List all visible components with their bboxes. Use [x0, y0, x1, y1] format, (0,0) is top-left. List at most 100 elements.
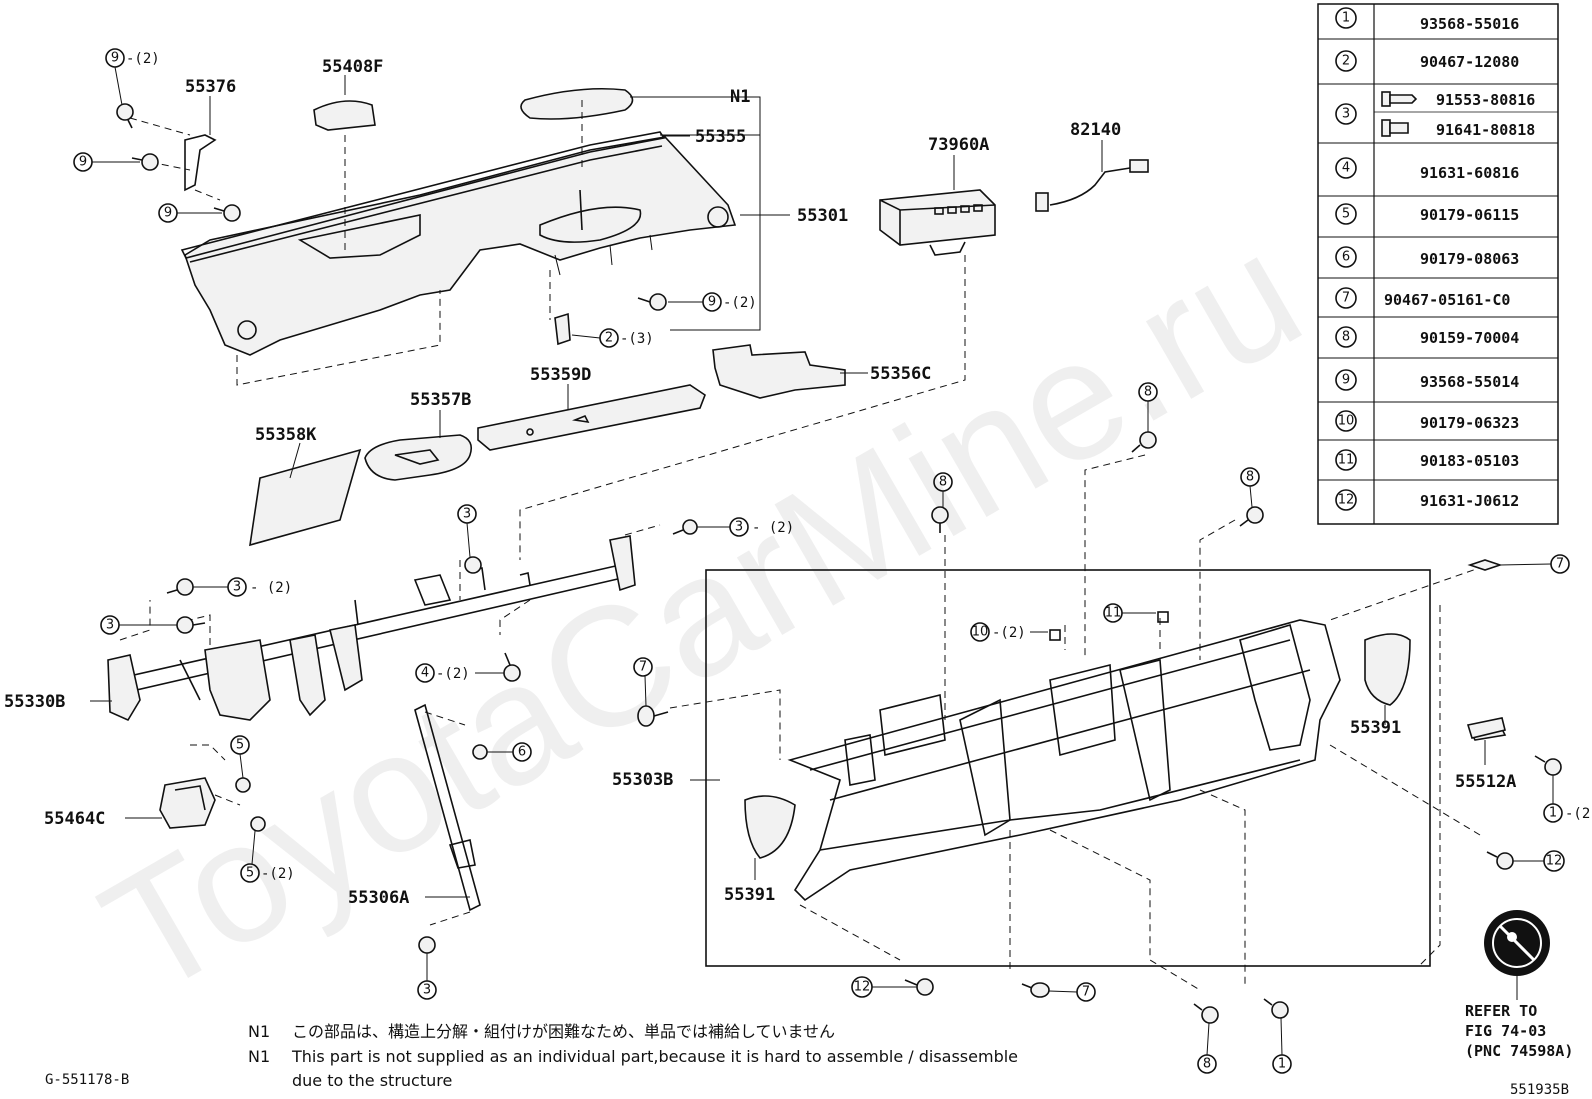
- svg-text:8: 8: [1144, 385, 1152, 400]
- callout: 9-(2): [702, 292, 757, 312]
- label-55301: 55301: [797, 206, 848, 226]
- instrument-panel-55301: [184, 136, 737, 356]
- table-row: 10 90179-06323: [1335, 410, 1519, 432]
- svg-text:-(2): -(2): [992, 625, 1026, 641]
- note-ja: この部品は、構造上分解・組付けが困難なため、単品では補給していません: [292, 1022, 835, 1041]
- airbag-73960A: [879, 189, 996, 256]
- panel-55358K: [249, 448, 362, 547]
- svg-text:91553-80816: 91553-80816: [1436, 91, 1535, 109]
- figure-number: 551935B: [1510, 1082, 1569, 1098]
- svg-text:12: 12: [1338, 493, 1355, 508]
- svg-text:9: 9: [79, 155, 87, 170]
- label-82140: 82140: [1070, 120, 1121, 140]
- label-55303B: 55303B: [612, 770, 673, 790]
- callout: 9: [158, 203, 178, 223]
- svg-text:-(3): -(3): [620, 331, 654, 347]
- cover-n1: [520, 87, 634, 120]
- svg-text:90179-08063: 90179-08063: [1420, 250, 1519, 268]
- callout: 12: [1543, 850, 1565, 872]
- svg-text:3: 3: [463, 507, 471, 522]
- svg-text:-(2): -(2): [436, 666, 470, 682]
- brace-55306A: [414, 703, 481, 912]
- label-55512A: 55512A: [1455, 772, 1516, 792]
- table-row: 12 91631-J0612: [1335, 489, 1519, 511]
- table-row: 3 91553-80816 91641-80818: [1335, 91, 1535, 139]
- callout: 8: [1240, 467, 1260, 487]
- svg-text:12: 12: [854, 980, 871, 995]
- refer-line: REFER TO: [1465, 1002, 1537, 1020]
- svg-text:9: 9: [164, 206, 172, 221]
- callout: 5: [230, 735, 250, 755]
- svg-text:- (2): - (2): [752, 520, 794, 536]
- n1-label: N1: [730, 87, 750, 107]
- svg-text:91631-J0612: 91631-J0612: [1420, 492, 1519, 510]
- svg-text:8: 8: [1246, 470, 1254, 485]
- screw-icon: [213, 204, 241, 222]
- reinforcement-55303B: [787, 611, 1341, 902]
- svg-text:- (2): - (2): [250, 580, 292, 596]
- svg-text:12: 12: [1546, 854, 1563, 869]
- clip-icon: [1467, 559, 1503, 571]
- callout: 8: [1197, 1054, 1217, 1074]
- nut-icon: [250, 816, 266, 832]
- callout: 2-(3): [599, 328, 654, 348]
- svg-text:4: 4: [421, 666, 429, 681]
- pad-55357B: [364, 434, 473, 481]
- svg-text:93568-55014: 93568-55014: [1420, 373, 1519, 391]
- callout: 7: [633, 657, 653, 677]
- nut-icon: [472, 744, 488, 760]
- svg-text:10: 10: [1338, 414, 1355, 429]
- callout: 1-(2): [1543, 803, 1592, 823]
- bolt-icon: [1381, 91, 1418, 107]
- screw-icon: [931, 506, 949, 533]
- svg-text:8: 8: [1342, 330, 1350, 345]
- svg-text:9: 9: [708, 295, 716, 310]
- callout: 9: [73, 152, 93, 172]
- svg-text:7: 7: [639, 660, 647, 675]
- nut-icon: [235, 777, 251, 793]
- note-label: N1: [248, 1047, 270, 1066]
- screw-icon: [637, 293, 667, 311]
- label-55355: 55355: [695, 127, 746, 147]
- svg-text:6: 6: [518, 745, 526, 760]
- bracket-55464C: [159, 777, 216, 829]
- svg-text:9: 9: [111, 51, 119, 66]
- screw-icon: [1534, 755, 1562, 776]
- label-55464C: 55464C: [44, 809, 105, 829]
- detail-box: [705, 569, 1431, 967]
- label-55356C: 55356C: [870, 364, 931, 384]
- svg-text:90179-06115: 90179-06115: [1420, 206, 1519, 224]
- figure-code: G-551178-B: [45, 1072, 129, 1088]
- svg-text:91641-80818: 91641-80818: [1436, 121, 1535, 139]
- bolt-icon: [1381, 119, 1409, 137]
- label-55330B: 55330B: [4, 692, 65, 712]
- label-55408F: 55408F: [322, 57, 383, 77]
- pad-55391-left: [744, 795, 796, 859]
- callout: 1: [1272, 1054, 1292, 1074]
- callout: 3: [417, 980, 437, 1000]
- label-55358K: 55358K: [255, 425, 317, 445]
- svg-text:3: 3: [1342, 107, 1350, 122]
- duct-55356C: [712, 344, 846, 399]
- svg-text:7: 7: [1556, 557, 1564, 572]
- screw-icon: [131, 153, 159, 171]
- svg-text:1: 1: [1549, 806, 1557, 821]
- label-73960A: 73960A: [928, 135, 989, 155]
- svg-text:91631-60816: 91631-60816: [1420, 164, 1519, 182]
- callout: 7: [1550, 554, 1570, 574]
- refer-line: FIG 74-03: [1465, 1022, 1546, 1040]
- callout: 3- (2): [227, 577, 292, 597]
- svg-text:-(2): -(2): [126, 51, 160, 67]
- screw-icon: [418, 936, 436, 954]
- callout: 5-(2): [240, 863, 295, 883]
- svg-text:90467-12080: 90467-12080: [1420, 53, 1519, 71]
- svg-text:90467-05161-C0: 90467-05161-C0: [1384, 291, 1510, 309]
- svg-text:90179-06323: 90179-06323: [1420, 414, 1519, 432]
